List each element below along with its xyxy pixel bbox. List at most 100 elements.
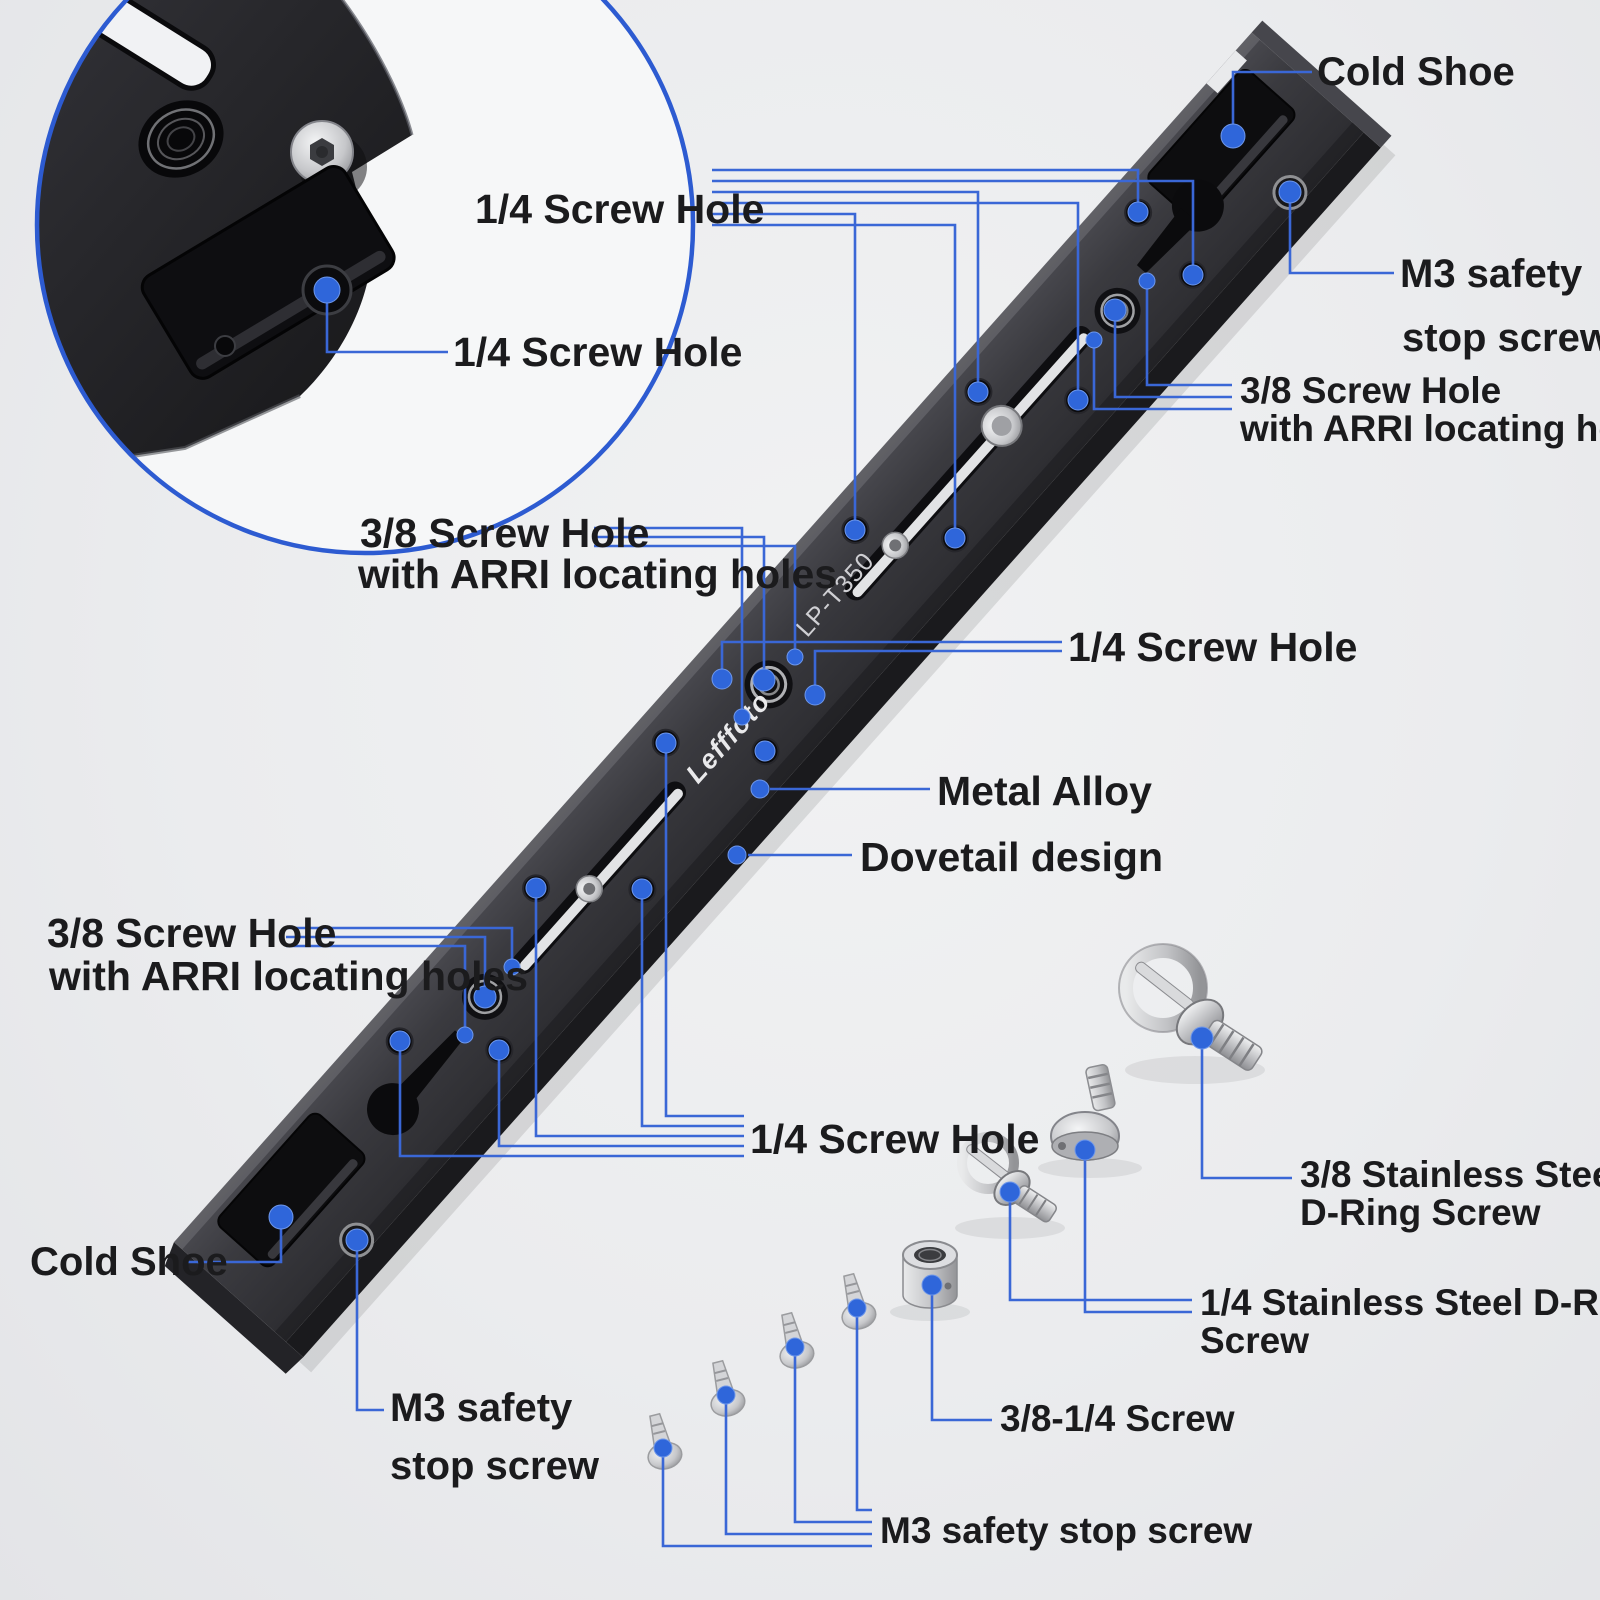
hole-marker-dot	[655, 732, 677, 754]
label-quarter-screw-hole-top: 1/4 Screw Hole	[475, 186, 765, 232]
screw-marker-dot	[847, 1298, 867, 1318]
hole-marker-dot	[503, 958, 521, 976]
hole-marker-dot	[752, 668, 776, 692]
leader-line	[594, 535, 766, 673]
hole-marker-dot	[1085, 331, 1103, 349]
label-three-eighth-mid-2: with ARRI locating holes	[358, 551, 838, 597]
rail-plate: Lefffoto LP-T350	[164, 20, 1396, 1374]
rail-slot-lower	[512, 781, 687, 974]
hole-marker-dot	[525, 877, 547, 899]
leader-line	[724, 1402, 872, 1536]
leader-line	[594, 544, 797, 650]
hole-marker-dot	[804, 684, 826, 706]
label-cold-shoe-bottom: Cold Shoe	[30, 1240, 228, 1284]
leader-line	[712, 179, 1195, 269]
hole-marker-dot	[786, 648, 804, 666]
label-dring-38-2: D-Ring Screw	[1300, 1192, 1541, 1233]
leader-line	[286, 926, 514, 959]
leader-line	[712, 201, 1080, 394]
plate-edge-highlight	[249, 0, 414, 136]
leader-line	[286, 935, 487, 989]
leader-line	[712, 212, 857, 524]
hole-marker-dot	[313, 276, 341, 304]
hole-marker-dot	[1127, 201, 1149, 223]
rail-edge-notch	[1206, 50, 1247, 94]
hole-marker-dot	[1138, 272, 1156, 290]
hole-marker-dot	[456, 1026, 474, 1044]
leader-line	[186, 1225, 283, 1264]
plate-threaded-hole	[138, 100, 224, 178]
screw-marker-dot	[716, 1385, 736, 1405]
rail-slot-upper	[844, 326, 1092, 601]
label-metal-alloy: Metal Alloy	[937, 768, 1152, 814]
leader-line	[855, 1316, 872, 1512]
inset-ring	[34, 0, 696, 556]
leader-line	[1008, 1200, 1192, 1302]
rail-end-face-bottom	[164, 1242, 304, 1374]
label-m3-safety-bottom-1: M3 safety	[390, 1386, 573, 1430]
cold-shoe-recess-top-lip	[1197, 115, 1288, 216]
leader-line	[661, 1455, 872, 1548]
hole-marker-dot	[473, 985, 497, 1009]
leader-line	[1092, 346, 1232, 411]
leader-line	[1113, 316, 1232, 399]
label-m3-set: M3 safety stop screw	[880, 1510, 1253, 1551]
leader-line	[664, 751, 744, 1118]
screw-marker-dot	[921, 1274, 943, 1296]
hole-marker-dot	[733, 708, 751, 726]
leader-line	[1200, 1046, 1292, 1180]
label-m3-safety-top-2: stop screw	[1402, 316, 1600, 360]
leader-line	[286, 944, 467, 1027]
leader-line	[1231, 70, 1312, 132]
dring-14-folded-screw-photo	[1038, 1064, 1142, 1178]
screw-marker-dot	[653, 1438, 673, 1458]
leader-line	[1083, 1158, 1192, 1314]
rail-bevel-bottom	[274, 122, 1364, 1342]
leader-line	[813, 649, 1062, 688]
label-quarter-screw-hole-mid: 1/4 Screw Hole	[1068, 624, 1358, 670]
leader-line	[640, 897, 744, 1128]
label-m3-safety-bottom-2: stop screw	[390, 1444, 599, 1488]
leader-line	[594, 526, 744, 710]
leader-line	[534, 896, 744, 1138]
hole-marker-dot	[844, 519, 866, 541]
small-screw-hole	[214, 335, 236, 357]
slot-stop-screw-upper	[881, 531, 909, 560]
leader-line	[712, 168, 1140, 206]
hole-marker-dot	[711, 668, 733, 690]
surface-marker-dot	[727, 845, 747, 865]
slot-stop-screw-lower	[575, 875, 603, 903]
leader-line	[930, 1292, 992, 1422]
label-m3-safety-top-1: M3 safety	[1400, 252, 1583, 296]
label-three-eighth-left-1: 3/8 Screw Hole	[47, 910, 337, 956]
hole-marker-dot	[345, 1228, 369, 1252]
screw-marker-dot	[785, 1337, 805, 1357]
label-dring-38-1: 3/8 Stainless Steel	[1300, 1154, 1600, 1195]
dring-38-screw-photo	[1118, 943, 1265, 1084]
hole-marker-dot	[268, 1204, 294, 1230]
rail-side-face	[285, 132, 1381, 1358]
label-dring-14-1: 1/4 Stainless Steel D-Ring	[1200, 1282, 1600, 1323]
hole-marker-dot	[944, 527, 966, 549]
leader-line	[325, 298, 448, 354]
hole-marker-dot	[1278, 180, 1302, 204]
leader-line	[720, 640, 1062, 672]
hole-marker-dot	[967, 381, 989, 403]
label-three-eighth-right-1: 3/8 Screw Hole	[1240, 370, 1502, 411]
label-cold-shoe-top: Cold Shoe	[1317, 50, 1515, 94]
keyhole-slot-bottom	[366, 1030, 464, 1136]
leader-line	[355, 1248, 384, 1412]
label-dring-14-2: Screw	[1200, 1320, 1310, 1361]
keyhole-slot-top	[1136, 179, 1224, 274]
label-quarter-screw-hole-bottom: 1/4 Screw Hole	[750, 1116, 1040, 1162]
rail-end-face-top	[1251, 20, 1392, 148]
hole-marker-dot	[1103, 298, 1127, 322]
label-three-eighth-left-2: with ARRI locating holes	[49, 953, 529, 999]
leader-line	[793, 1354, 872, 1524]
label-three-eighth-mid-1: 3/8 Screw Hole	[360, 510, 650, 556]
hole-marker-dot	[631, 878, 653, 900]
inset-zoom-circle	[34, 0, 696, 556]
label-dovetail-design: Dovetail design	[860, 834, 1164, 880]
